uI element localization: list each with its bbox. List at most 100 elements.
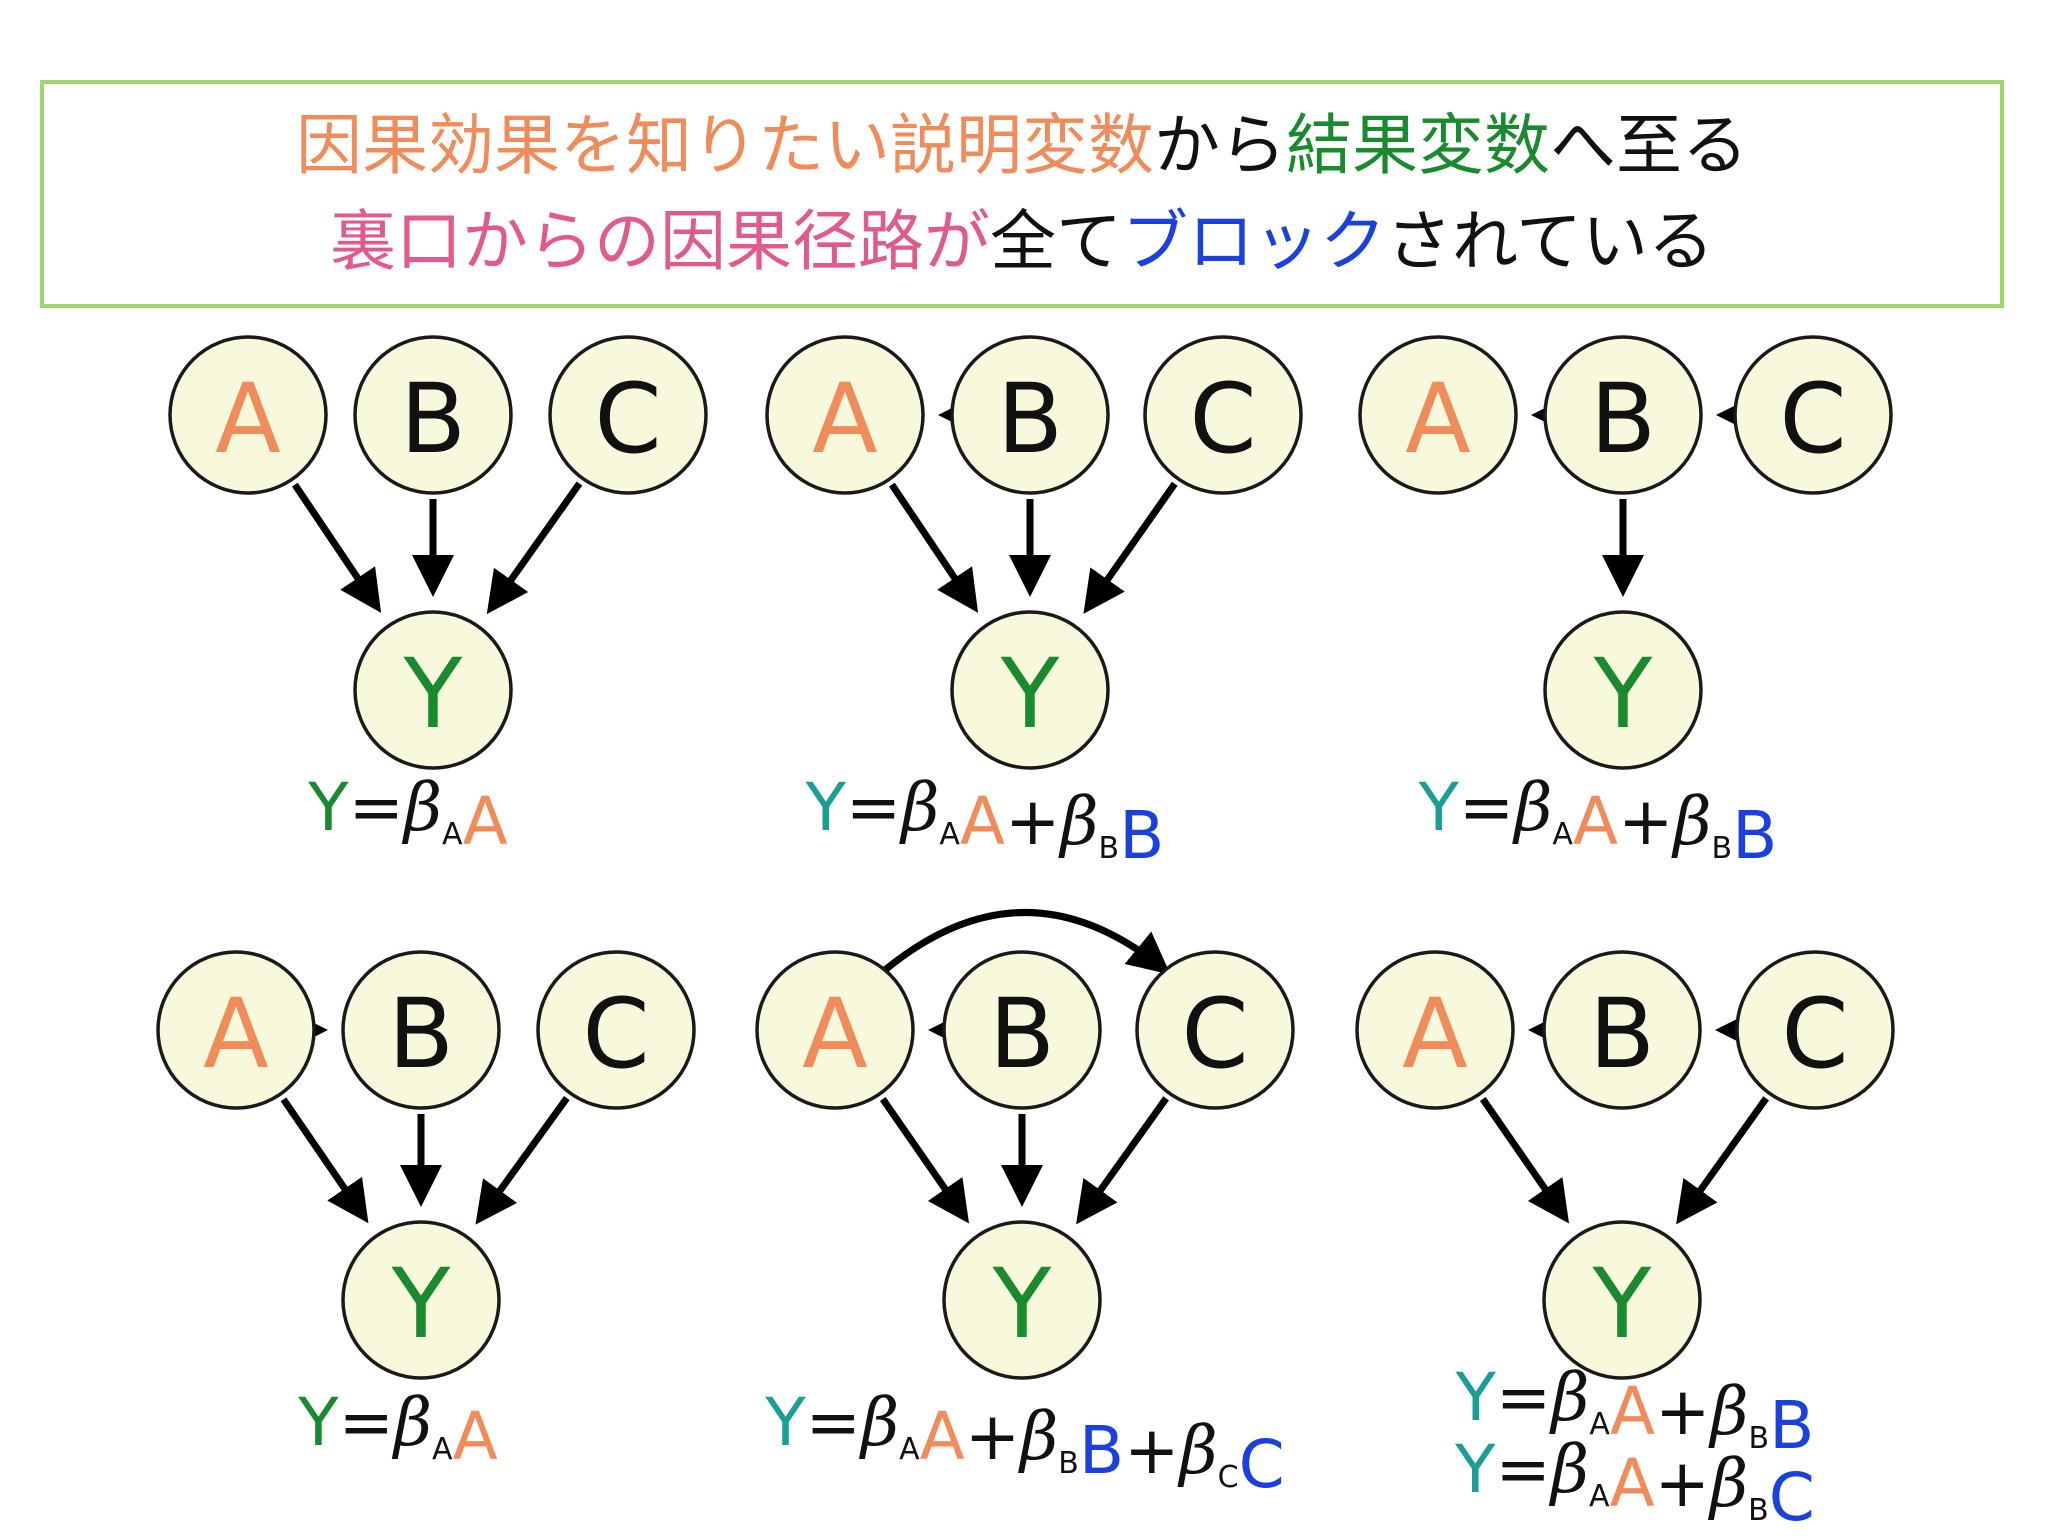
equation-beta: β [1707,1373,1748,1450]
equation-subscript: B [1058,1446,1079,1481]
equation-subscript: A [899,1432,920,1467]
equation-term: Y [1418,769,1460,846]
title-segment: 因果効果を知りたい説明変数 [296,107,1154,184]
node-b-label: B [1590,363,1656,475]
edge-arrow-a-to-y [879,1097,970,1224]
equation: Y=βAA+βBC [1454,1431,1815,1536]
equation-beta: β [401,769,442,846]
node-a-label: A [1405,363,1471,475]
equation-beta: β [898,769,939,846]
node-c-circle [1143,335,1303,495]
equation-term: Y [1455,1359,1497,1436]
node-y-circle [1542,1220,1702,1380]
equation-beta: β [858,1384,899,1461]
equation-term: = [846,769,901,846]
title-segment: から [1154,107,1286,184]
edge-arrow-c-to-y [1676,1096,1769,1225]
node-b-label: B [997,363,1063,475]
node-b-circle [341,950,501,1110]
equation-term: Y [805,769,847,846]
equation-term: + [1618,783,1673,860]
equation-term: A [453,1398,498,1475]
equation: Y=βAA+βBB [1418,769,1778,874]
equation-subscript: A [939,817,960,852]
node-b-label: B [1589,978,1655,1090]
equation-subscript: B [1749,1421,1770,1456]
node-c-circle [1735,950,1895,1110]
equation-term: C [1769,1459,1815,1536]
equation-beta: β [1548,1359,1589,1436]
node-b-circle [353,335,513,495]
node-b-label: B [388,978,454,1090]
equation-subscript: B [1712,831,1733,866]
edge-arrow-c-to-y [1076,1096,1169,1225]
node-b-circle [1543,335,1703,495]
equation-term: A [1573,783,1618,860]
node-y-label: Y [1592,1248,1652,1360]
node-y-circle [353,610,513,770]
node-b-label: B [400,363,466,475]
equation: Y=βAA [297,1384,497,1475]
node-a-label: A [1402,978,1468,1090]
node-y-circle [341,1220,501,1380]
node-c-circle [548,335,708,495]
edge-arrow-c-to-y [486,481,583,615]
equation-term: + [1124,1412,1179,1489]
node-c-label: C [582,978,649,1090]
equation-term: Y [764,1384,806,1461]
equation-term: Y [297,1384,339,1461]
equation-beta: β [391,1384,432,1461]
edge-arrow-a-to-y [280,1097,369,1224]
node-y-circle [950,610,1110,770]
equation-term: + [1005,783,1060,860]
title-segment: 全て [989,203,1122,280]
node-b-circle [942,950,1102,1110]
node-y-label: Y [391,1248,451,1360]
equation-beta: β [1707,1445,1748,1522]
node-y-circle [1543,610,1703,770]
node-c-circle [1733,335,1893,495]
node-y-label: Y [1000,638,1060,750]
node-b-circle [1542,950,1702,1110]
node-y-label: Y [1593,638,1653,750]
title-box: 因果効果を知りたい説明変数から結果変数へ至る 裏口からの因果径路が全てブロックさ… [40,80,2004,308]
title-line-2: 裏口からの因果径路が全てブロックされている [330,194,1714,290]
node-a-circle [765,335,925,495]
equation-beta: β [1548,1431,1589,1508]
equation-subscript: A [1589,1479,1610,1514]
equation-term: = [1496,1431,1551,1508]
equation-term: = [1496,1359,1551,1436]
node-c-circle [1135,950,1295,1110]
equation-beta: β [1017,1398,1058,1475]
curved-edge-a-c [844,909,1171,1009]
title-segment: ブロック [1121,203,1386,280]
equation-term: A [1610,1445,1655,1522]
title-line-1: 因果効果を知りたい説明変数から結果変数へ至る [296,98,1748,194]
equation-term: + [1655,1445,1710,1522]
equation-term: + [1655,1373,1710,1450]
node-c-label: C [1181,978,1248,1090]
equation: Y=βAA+βBB [805,769,1165,874]
node-a-label: A [812,363,878,475]
equation-subscript: B [1099,831,1120,866]
equation-beta: β [1670,783,1711,860]
node-a-circle [755,950,915,1110]
equation-term: B [1769,1387,1814,1464]
edge-arrow-a-to-y [888,482,979,613]
equation-beta: β [1176,1412,1217,1489]
node-c-label: C [1779,363,1846,475]
equation-beta: β [1057,783,1098,860]
node-y-label: Y [992,1248,1052,1360]
equation-subscript: B [1748,1493,1769,1528]
edge-arrow-a-to-y [1479,1097,1570,1224]
title-segment: されている [1385,203,1715,280]
equation-term: B [1732,797,1777,874]
edge-arrow-c-to-y [475,1096,570,1225]
equation-subscript: C [1218,1460,1239,1495]
equation-term: Y [1454,1431,1496,1508]
equation-term: A [463,783,508,860]
equation-term: A [920,1398,965,1475]
equation-term: Y [307,769,349,846]
equation-term: C [1239,1426,1285,1503]
edge-arrow-c-to-y [1083,481,1178,614]
